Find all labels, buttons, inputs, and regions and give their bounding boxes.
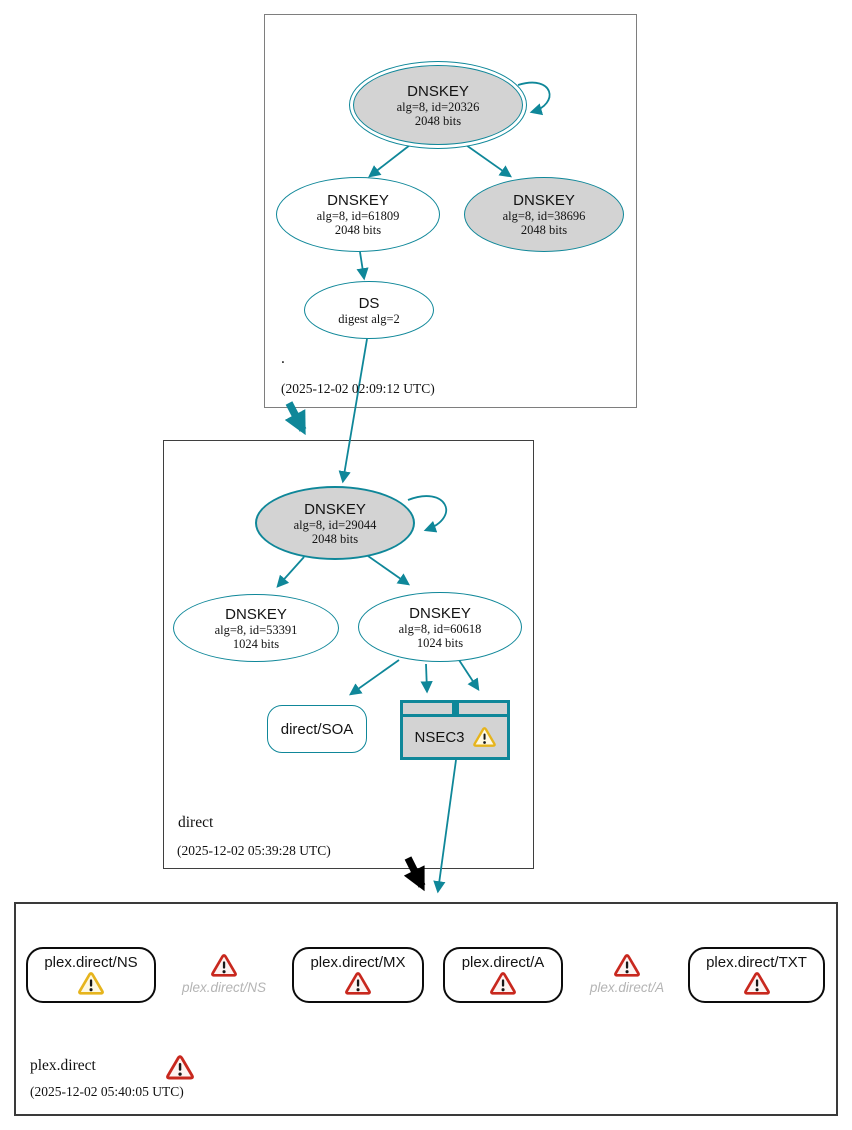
node-detail: 1024 bits [232,636,280,651]
error-icon [345,972,371,996]
missing-rrset-plex-direct-a: plex.direct/A [562,954,692,995]
error-icon [614,954,640,978]
node-detail: digest alg=2 [338,311,400,326]
rrset-node-plex-direct-txt[interactable]: plex.direct/TXT [688,947,825,1003]
node-title: DNSKEY [225,605,287,623]
zone-name-plex-direct: plex.direct [30,1057,96,1074]
node-label: direct/SOA [280,720,354,738]
rrset-node-plex-direct-ns[interactable]: plex.direct/NS [26,947,156,1003]
missing-rrset-label: plex.direct/NS [181,980,267,995]
node-detail: alg=8, id=29044 [293,517,377,532]
zone-timestamp-root: (2025-12-02 02:09:12 UTC) [281,381,435,396]
node-detail: alg=8, id=61809 [316,209,400,223]
missing-rrset-label: plex.direct/A [589,980,665,995]
node-title: DNSKEY [409,604,471,622]
rrset-label: plex.direct/MX [310,954,406,971]
node-detail: alg=8, id=60618 [398,621,482,636]
zone-name-root: . [281,350,285,367]
missing-rrset-plex-direct-ns: plex.direct/NS [159,954,289,995]
rrset-node-plex-direct-mx[interactable]: plex.direct/MX [292,947,424,1003]
node-detail: alg=8, id=53391 [214,622,298,637]
node-dnskey-53391[interactable]: DNSKEY alg=8, id=53391 1024 bits [173,594,339,662]
zone-box-root [264,14,637,408]
node-detail: 1024 bits [416,635,464,650]
node-label: NSEC3 [414,728,465,746]
node-detail: 2048 bits [520,223,568,237]
nsec3-header-cells [403,703,507,714]
rrset-label: plex.direct/TXT [706,954,807,971]
error-icon [744,972,770,996]
node-detail: alg=8, id=20326 [396,99,480,114]
zone-box-plex-direct [14,902,838,1116]
node-dnskey-61809[interactable]: DNSKEY alg=8, id=61809 2048 bits [276,177,440,252]
node-direct-soa[interactable]: direct/SOA [267,705,367,753]
zone-timestamp-direct: (2025-12-02 05:39:28 UTC) [177,843,331,858]
zone-timestamp-plex-direct: (2025-12-02 05:40:05 UTC) [30,1084,184,1099]
error-icon [490,972,516,996]
rrset-label: plex.direct/NS [44,954,138,971]
node-detail: 2048 bits [334,223,382,237]
node-nsec3[interactable]: NSEC3 [400,700,510,760]
node-detail: 2048 bits [414,113,462,128]
node-title: DNSKEY [407,82,469,100]
node-title: DNSKEY [327,192,389,209]
node-ds[interactable]: DS digest alg=2 [304,281,434,339]
nsec3-cell [403,703,452,714]
nsec3-cell [458,703,507,714]
node-title: DS [358,294,380,312]
zone-name-direct: direct [178,814,214,831]
node-title: DNSKEY [513,192,575,209]
node-dnskey-60618[interactable]: DNSKEY alg=8, id=60618 1024 bits [358,592,522,662]
node-dnskey-20326-ksk[interactable]: DNSKEY alg=8, id=20326 2048 bits [349,61,527,149]
node-detail: alg=8, id=38696 [502,209,586,223]
warning-icon [473,727,496,748]
warning-icon [78,972,104,996]
zone-error-icon [166,1055,194,1081]
node-dnskey-29044-ksk[interactable]: DNSKEY alg=8, id=29044 2048 bits [255,486,415,560]
node-dnskey-38696[interactable]: DNSKEY alg=8, id=38696 2048 bits [464,177,624,252]
node-detail: 2048 bits [311,531,359,546]
error-icon [211,954,237,978]
node-title: DNSKEY [304,500,366,518]
rrset-label: plex.direct/A [461,954,545,971]
rrset-node-plex-direct-a[interactable]: plex.direct/A [443,947,563,1003]
